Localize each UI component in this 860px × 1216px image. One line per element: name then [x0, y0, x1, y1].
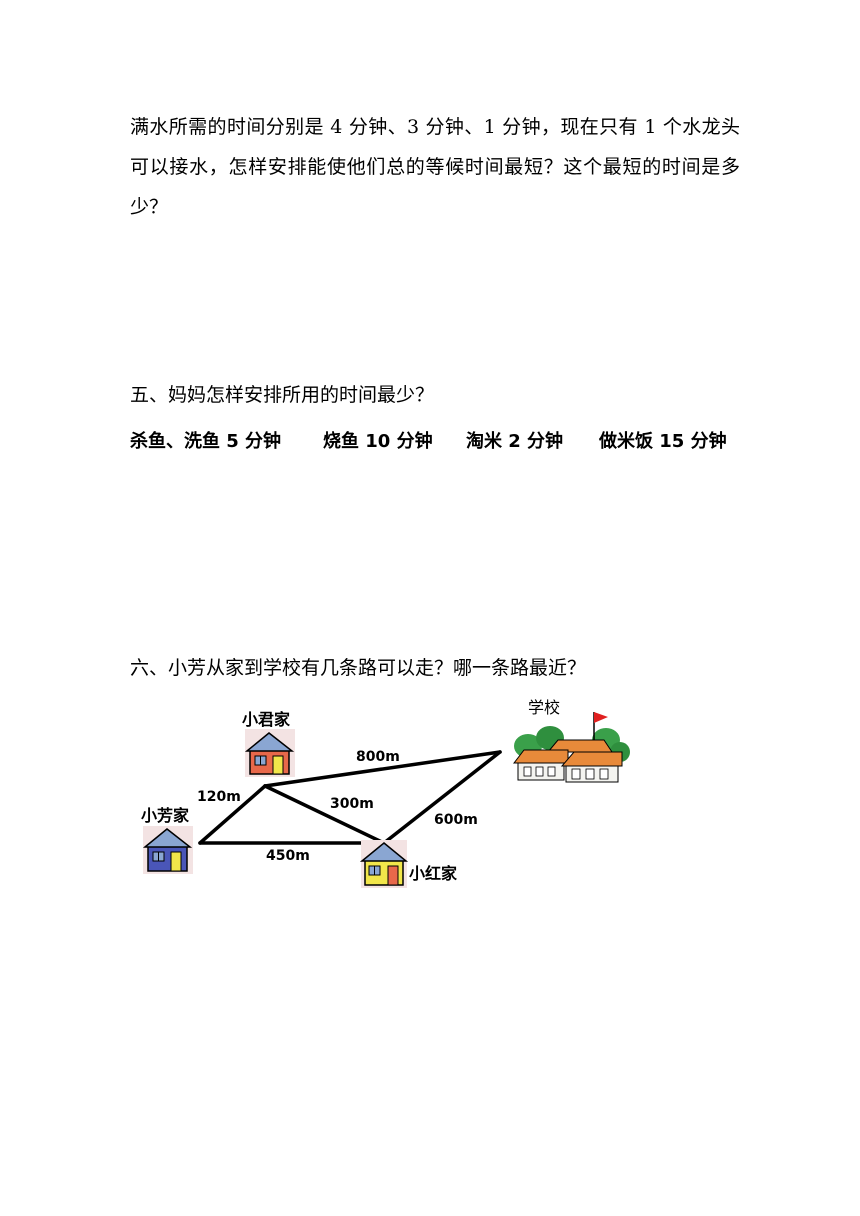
- house-icon: [244, 729, 295, 777]
- task-item: 淘米 2 分钟: [466, 431, 564, 452]
- place-label-xiaojun: 小君家: [242, 710, 291, 729]
- house-icon: [142, 826, 193, 874]
- distance-label: 120m: [197, 789, 241, 805]
- task-item: 做米饭 15 分钟: [599, 431, 727, 452]
- distance-label: 600m: [434, 812, 478, 828]
- distance-label: 450m: [266, 848, 310, 864]
- problem-5-heading: 五、妈妈怎样安排所用的时间最少？: [130, 384, 435, 406]
- house-icon: [359, 840, 409, 888]
- school-icon: [512, 712, 630, 783]
- place-label-xiaohong: 小红家: [409, 864, 458, 883]
- road-hong-school: [382, 750, 502, 845]
- distance-label: 800m: [356, 749, 400, 765]
- distance-label: 300m: [330, 796, 374, 812]
- task-item: 杀鱼、洗鱼 5 分钟: [130, 431, 282, 452]
- road-jun-school: [263, 750, 502, 788]
- problem-4-text: 满水所需的时间分别是 4 分钟、3 分钟、1 分钟，现在只有 1 个水龙头可以接…: [130, 116, 740, 218]
- problem-6-heading: 六、小芳从家到学校有几条路可以走？哪一条路最近？: [130, 657, 587, 679]
- place-label-school: 学校: [528, 698, 560, 717]
- road-jun-hong: [263, 784, 386, 845]
- place-label-xiaofang: 小芳家: [141, 806, 190, 825]
- task-item: 烧鱼 10 分钟: [323, 431, 433, 452]
- road-fang-jun: [198, 784, 267, 845]
